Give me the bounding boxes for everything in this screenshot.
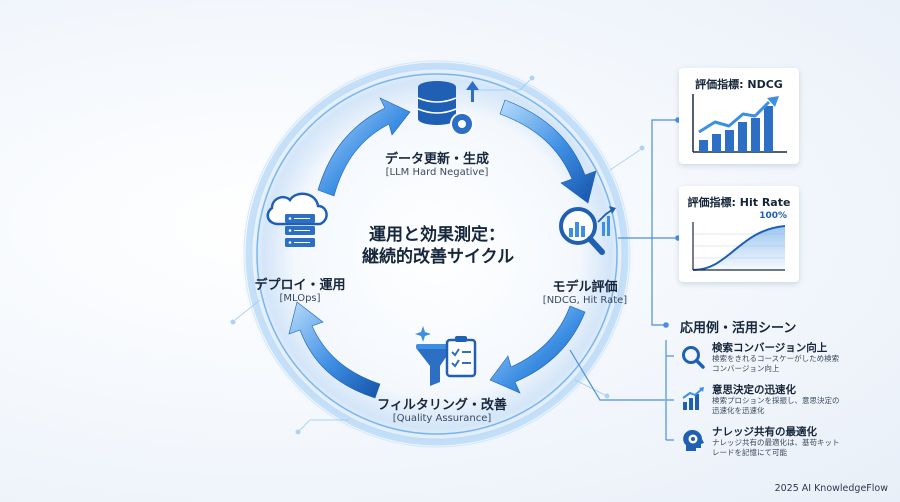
hitrate-label: 100% xyxy=(759,211,787,221)
hitrate-area xyxy=(693,226,785,270)
node-filtering-sub: [Quality Assurance] xyxy=(392,413,492,424)
up-arrow-icon xyxy=(466,81,479,102)
magnifier-chart-icon xyxy=(559,206,616,255)
ndcg-card: 評価指標: NDCG xyxy=(679,68,799,164)
database-icon xyxy=(417,81,457,125)
ndcg-bar xyxy=(764,106,773,152)
applications-title: 応用例・活用シーン xyxy=(680,321,797,336)
center-title: 運用と効果測定： 継続的改善サイクル xyxy=(362,224,515,268)
node-filtering-title: フィルタリング・改善 xyxy=(377,398,507,413)
node-model-eval-sub: [NDCG, Hit Rate] xyxy=(542,295,628,306)
gear-icon xyxy=(450,112,474,136)
ndcg-bar xyxy=(699,140,708,152)
ndcg-bar xyxy=(738,122,747,152)
node-data-update-title: データ更新・生成 xyxy=(384,152,489,167)
arrow-eval-to-filter xyxy=(489,305,586,394)
ndcg-bar xyxy=(725,130,734,152)
cloud-server-icon xyxy=(266,192,328,247)
bar-chart-icon xyxy=(682,387,704,410)
ndcg-trend-line xyxy=(698,100,771,134)
hitrate-chart xyxy=(692,222,786,271)
center-title-line2: 継続的改善サイクル xyxy=(362,247,515,267)
app-item-desc: 検索をきれるコースケーがしため検索コンバージョン向上 xyxy=(712,354,840,373)
ndcg-bar xyxy=(751,118,760,152)
app-item: ナレッジ共有の最適化 ナレッジ共有の最適化は、基苟キットレードを記憶にて可能 xyxy=(678,424,888,460)
app-item-desc: ナレッジ共有の最適化は、基苟キットレードを記憶にて可能 xyxy=(712,438,840,457)
app-item-desc: 検索プロションを採振し、意思決定の迅速化を迅速化 xyxy=(712,396,840,415)
node-data-update-sub: [LLM Hard Negative] xyxy=(385,167,489,178)
connector-lines xyxy=(569,117,681,401)
node-deploy: デプロイ・運用 [MLOps] xyxy=(240,274,360,304)
app-item: 検索コンバージョン向上 検索をきれるコースケーがしため検索コンバージョン向上 xyxy=(678,340,888,374)
sparkle-icon xyxy=(415,326,431,342)
node-model-eval-title: モデル評価 xyxy=(552,280,618,295)
cycle-ring-thin xyxy=(243,60,631,448)
node-model-eval: モデル評価 [NDCG, Hit Rate] xyxy=(525,276,645,306)
arrow-deploy-to-data xyxy=(317,97,411,197)
ndcg-bar xyxy=(712,134,721,152)
node-filtering: フィルタリング・改善 [Quality Assurance] xyxy=(372,394,512,424)
ndcg-trend-arrow xyxy=(767,96,779,107)
app-bracket-line xyxy=(665,340,674,441)
hitrate-card-title: 評価指標: Hit Rate xyxy=(687,196,791,209)
arrow-data-to-eval xyxy=(499,99,597,204)
clipboard-icon xyxy=(445,336,477,378)
magnifier-icon xyxy=(682,346,705,369)
ndcg-chart xyxy=(692,94,787,153)
cycle-ring-inner xyxy=(256,73,618,435)
app-item-heading: 検索コンバージョン向上 xyxy=(712,342,828,354)
app-item-heading: 意思決定の迅速化 xyxy=(712,384,796,396)
node-data-update: データ更新・生成 [LLM Hard Negative] xyxy=(377,148,497,178)
hitrate-curve xyxy=(692,225,786,271)
circuit-decoration xyxy=(230,75,645,435)
arrow-filter-to-deploy xyxy=(288,301,381,399)
cycle-ring-outer xyxy=(245,62,629,446)
footer-copyright: 2025 AI KnowledgeFlow xyxy=(774,483,888,494)
center-title-line1: 運用と効果測定： xyxy=(369,225,505,245)
hitrate-card: 評価指標: Hit Rate 100% xyxy=(679,186,799,282)
node-deploy-title: デプロイ・運用 xyxy=(254,278,346,293)
app-item-heading: ナレッジ共有の最適化 xyxy=(712,426,817,438)
gear-head-icon xyxy=(683,429,704,451)
app-item: 意思決定の迅速化 検索プロションを採振し、意思決定の迅速化を迅速化 xyxy=(678,382,888,418)
node-deploy-sub: [MLOps] xyxy=(279,293,321,304)
ndcg-card-title: 評価指標: NDCG xyxy=(695,78,783,91)
cycle-arrows xyxy=(288,97,597,399)
funnel-icon xyxy=(416,344,452,386)
